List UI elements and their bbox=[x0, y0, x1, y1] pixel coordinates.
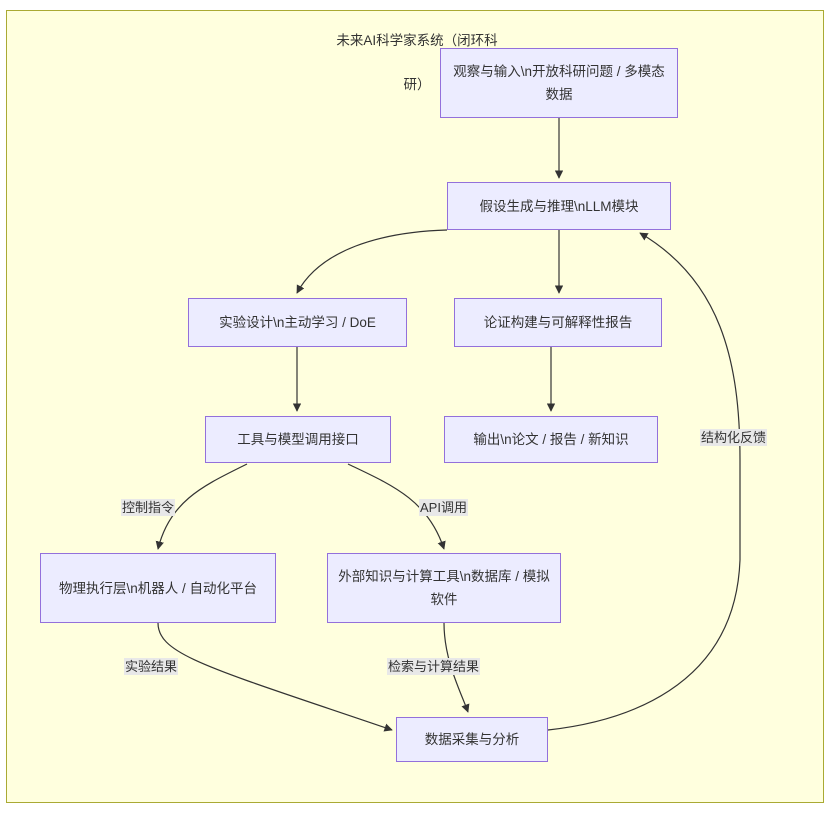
edge-label-experiment-result: 实验结果 bbox=[124, 658, 179, 675]
node-tools-label: 工具与模型调用接口 bbox=[237, 432, 359, 447]
diagram-title-line-1: 未来AI科学家系统（闭环科 bbox=[336, 33, 498, 48]
node-analysis[interactable]: 数据采集与分析 bbox=[396, 717, 548, 762]
edge-label-structured-feedback: 结构化反馈 bbox=[700, 429, 768, 446]
node-analysis-label: 数据采集与分析 bbox=[424, 732, 520, 747]
node-hypothesis-label: 假设生成与推理\nLLM模块 bbox=[479, 198, 639, 214]
node-argument-label: 论证构建与可解释性报告 bbox=[483, 315, 633, 330]
diagram-title: 未来AI科学家系统（闭环科 研） bbox=[317, 8, 517, 118]
node-tools[interactable]: 工具与模型调用接口 bbox=[205, 416, 391, 463]
node-external[interactable]: 外部知识与计算工具\n数据库 / 模拟软件 bbox=[327, 553, 561, 623]
node-hypothesis[interactable]: 假设生成与推理\nLLM模块 bbox=[447, 182, 671, 230]
node-output-label: 输出\n论文 / 报告 / 新知识 bbox=[473, 432, 629, 447]
node-argument[interactable]: 论证构建与可解释性报告 bbox=[454, 298, 662, 347]
node-physical[interactable]: 物理执行层\n机器人 / 自动化平台 bbox=[40, 553, 276, 623]
edge-label-api-call: API调用 bbox=[419, 499, 468, 516]
diagram-title-line-2: 研） bbox=[403, 77, 431, 92]
node-output[interactable]: 输出\n论文 / 报告 / 新知识 bbox=[444, 416, 658, 463]
node-external-label: 外部知识与计算工具\n数据库 / 模拟软件 bbox=[338, 569, 550, 607]
node-observe[interactable]: 观察与输入\n开放科研问题 / 多模态数据 bbox=[440, 48, 678, 118]
diagram-frame bbox=[6, 10, 824, 803]
node-design[interactable]: 实验设计\n主动学习 / DoE bbox=[188, 298, 407, 347]
edge-label-retrieval-result: 检索与计算结果 bbox=[387, 658, 481, 675]
node-design-label: 实验设计\n主动学习 / DoE bbox=[219, 315, 376, 330]
edge-label-control-command: 控制指令 bbox=[121, 499, 176, 516]
node-physical-label: 物理执行层\n机器人 / 自动化平台 bbox=[58, 580, 257, 596]
node-observe-label: 观察与输入\n开放科研问题 / 多模态数据 bbox=[453, 64, 665, 102]
